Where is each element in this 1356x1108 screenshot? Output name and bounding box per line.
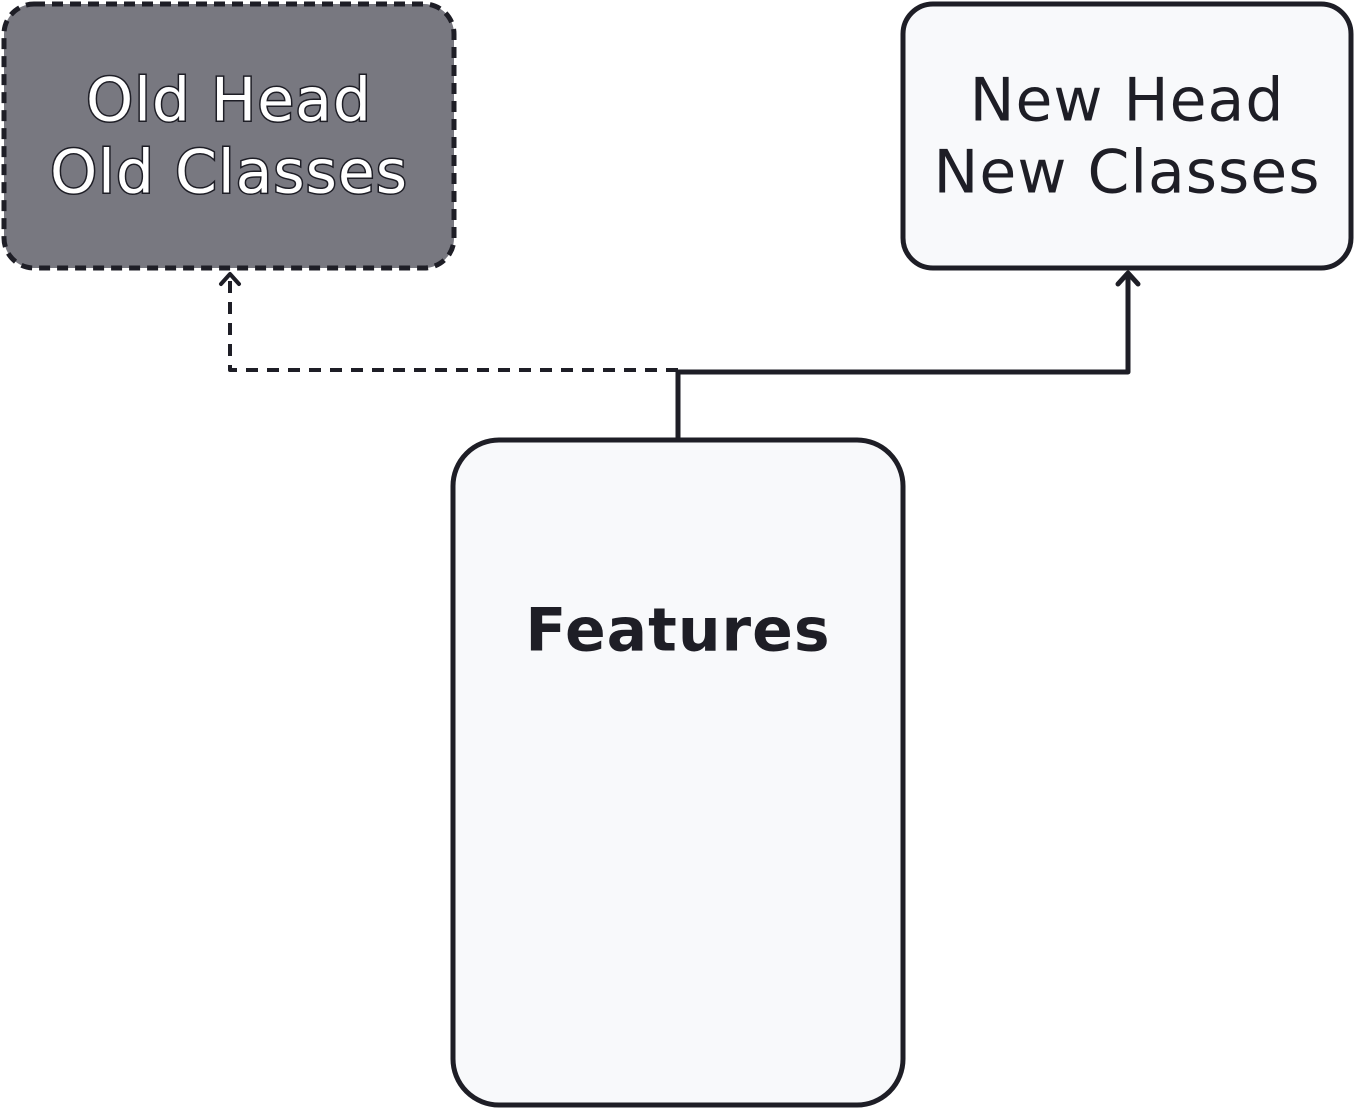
arrowhead-old-head [219, 272, 241, 286]
new-head-subtitle: New Classes [934, 138, 1321, 208]
node-old-head: Old Head Old Classes [1, 1, 457, 271]
node-new-head: New Head New Classes [900, 1, 1354, 271]
old-head-title: Old Head [86, 66, 372, 136]
new-head-title: New Head [970, 66, 1285, 136]
edge-features-to-old-head [228, 276, 678, 372]
features-box [450, 437, 906, 1108]
new-head-box [900, 1, 1354, 271]
old-head-subtitle: Old Classes [50, 138, 408, 208]
old-head-box [1, 1, 457, 271]
node-features: Features [450, 437, 906, 1108]
edge-features-to-new-head [675, 274, 1131, 440]
arrowhead-new-head [1115, 270, 1141, 287]
features-label: Features [525, 596, 830, 666]
